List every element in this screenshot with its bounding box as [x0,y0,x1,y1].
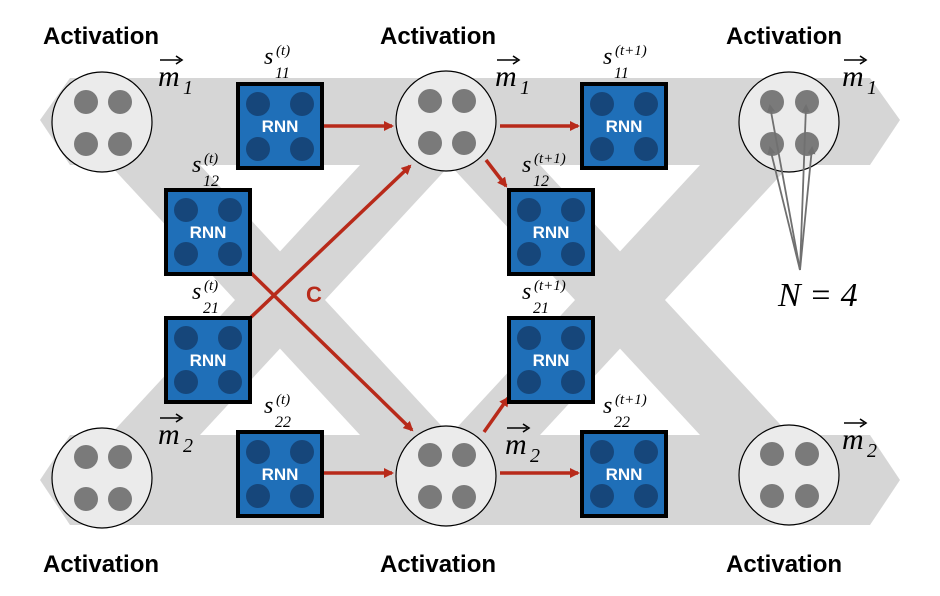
svg-text:m: m [505,428,527,461]
svg-text:m: m [495,60,517,93]
svg-text:RNN: RNN [606,465,643,484]
label-s22-t: s (t) 22 [264,392,291,431]
svg-text:m: m [158,418,180,451]
n-pointer-lines [767,104,816,271]
n-equals-label: N = 4 [777,277,858,314]
svg-text:s: s [603,393,612,419]
svg-text:12: 12 [533,173,549,190]
arrow-m2-to-s21t1 [482,396,510,434]
node-m2-right [738,424,840,526]
arrow-s12t-to-m2 [248,270,414,432]
svg-text:12: 12 [203,173,219,190]
activation-label-bottom-mid: Activation [380,551,496,578]
rnn-s21-t1: RNN [507,316,595,404]
label-m1-right: m 1 [842,55,877,99]
arrow-s21t-to-m1 [246,164,412,322]
svg-text:(t): (t) [204,278,218,294]
svg-text:RNN: RNN [262,465,299,484]
svg-text:s: s [192,279,201,305]
arrow-m1-to-s12t1 [484,158,508,188]
svg-text:m: m [842,60,864,93]
svg-text:RNN: RNN [262,117,299,136]
svg-text:m: m [158,60,180,93]
svg-text:s: s [603,44,612,70]
node-m1-right [738,71,840,173]
svg-text:s: s [522,279,531,305]
svg-text:(t): (t) [276,392,290,408]
activation-label-bottom-left: Activation [43,551,159,578]
label-s12-t1: s (t+1) 12 [522,151,566,190]
rnn-s21-t: RNN [164,316,252,404]
svg-text:(t): (t) [276,43,290,59]
svg-text:22: 22 [614,414,630,431]
label-m2-mid: m 2 [505,423,540,467]
svg-text:2: 2 [183,435,193,457]
rnn-s12-t1: RNN [507,188,595,276]
activation-label-top-mid: Activation [380,23,496,50]
svg-text:m: m [842,423,864,456]
svg-text:1: 1 [520,77,530,99]
label-m2-right: m 2 [842,418,877,462]
rnn-s11-t1: RNN [580,82,668,170]
connections [246,121,580,478]
rnn-s11-t: RNN [236,82,324,170]
label-s12-t: s (t) 12 [192,151,219,190]
label-m1-mid: m 1 [495,55,530,99]
activation-label-top-left: Activation [43,23,159,50]
c-label: C [306,282,322,307]
svg-text:RNN: RNN [533,351,570,370]
svg-text:s: s [264,44,273,70]
label-m1-left: m 1 [158,55,193,99]
rnn-s22-t: RNN [236,430,324,518]
activation-label-top-right: Activation [726,23,842,50]
svg-text:11: 11 [275,65,290,82]
svg-text:RNN: RNN [606,117,643,136]
svg-text:21: 21 [203,300,219,317]
label-s22-t1: s (t+1) 22 [603,392,647,431]
svg-text:(t+1): (t+1) [615,392,647,408]
svg-text:(t+1): (t+1) [615,43,647,59]
svg-text:2: 2 [530,445,540,467]
svg-text:(t+1): (t+1) [534,151,566,167]
svg-text:1: 1 [183,77,193,99]
svg-text:2: 2 [867,440,877,462]
node-m2-mid [395,425,497,527]
label-m2-left: m 2 [158,413,193,457]
svg-text:RNN: RNN [533,223,570,242]
label-s11-t1: s (t+1) 11 [603,43,647,82]
svg-text:(t): (t) [204,151,218,167]
svg-text:RNN: RNN [190,351,227,370]
svg-text:s: s [192,152,201,178]
label-s21-t1: s (t+1) 21 [522,278,566,317]
svg-text:1: 1 [867,77,877,99]
node-m1-left [51,71,153,173]
svg-text:11: 11 [614,65,629,82]
rnn-s22-t1: RNN [580,430,668,518]
activation-label-bottom-right: Activation [726,551,842,578]
label-s11-t: s (t) 11 [264,43,290,82]
svg-text:22: 22 [275,414,291,431]
label-s21-t: s (t) 21 [192,278,219,317]
node-m2-left [51,427,153,529]
svg-text:RNN: RNN [190,223,227,242]
rnn-s12-t: RNN [164,188,252,276]
node-m1-mid [395,70,497,172]
svg-text:(t+1): (t+1) [534,278,566,294]
svg-text:s: s [264,393,273,419]
svg-text:s: s [522,152,531,178]
svg-text:21: 21 [533,300,549,317]
